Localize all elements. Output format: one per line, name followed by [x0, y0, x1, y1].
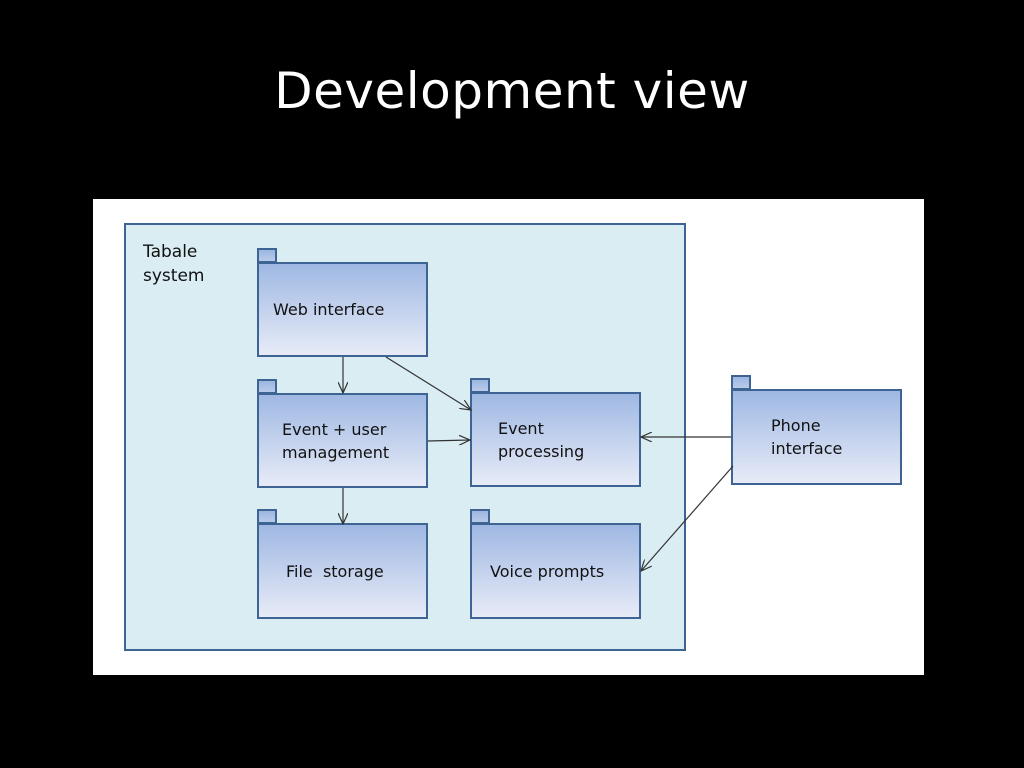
package-label: Voice prompts: [490, 561, 605, 581]
package-phone-interface[interactable]: Phone interface: [731, 375, 902, 485]
arrow-web-to-processing: [385, 356, 471, 410]
package-voice-prompts[interactable]: Voice prompts: [470, 509, 641, 619]
package-file-storage[interactable]: File storage: [257, 509, 428, 619]
package-event-user-management[interactable]: Event + user management: [257, 379, 428, 488]
package-label: Event processing: [498, 418, 585, 461]
package-label: Web interface: [273, 300, 385, 319]
arrow-phone-to-voice: [641, 465, 734, 571]
arrow-eventuser-to-processing: [427, 440, 470, 441]
package-label: File storage: [286, 561, 384, 581]
package-web-interface[interactable]: Web interface: [257, 248, 428, 357]
package-label: Event + user management: [282, 419, 390, 462]
slide-title: Development view: [274, 62, 750, 120]
package-label: Phone interface: [771, 416, 843, 458]
system-label: Tabale system: [143, 242, 205, 286]
